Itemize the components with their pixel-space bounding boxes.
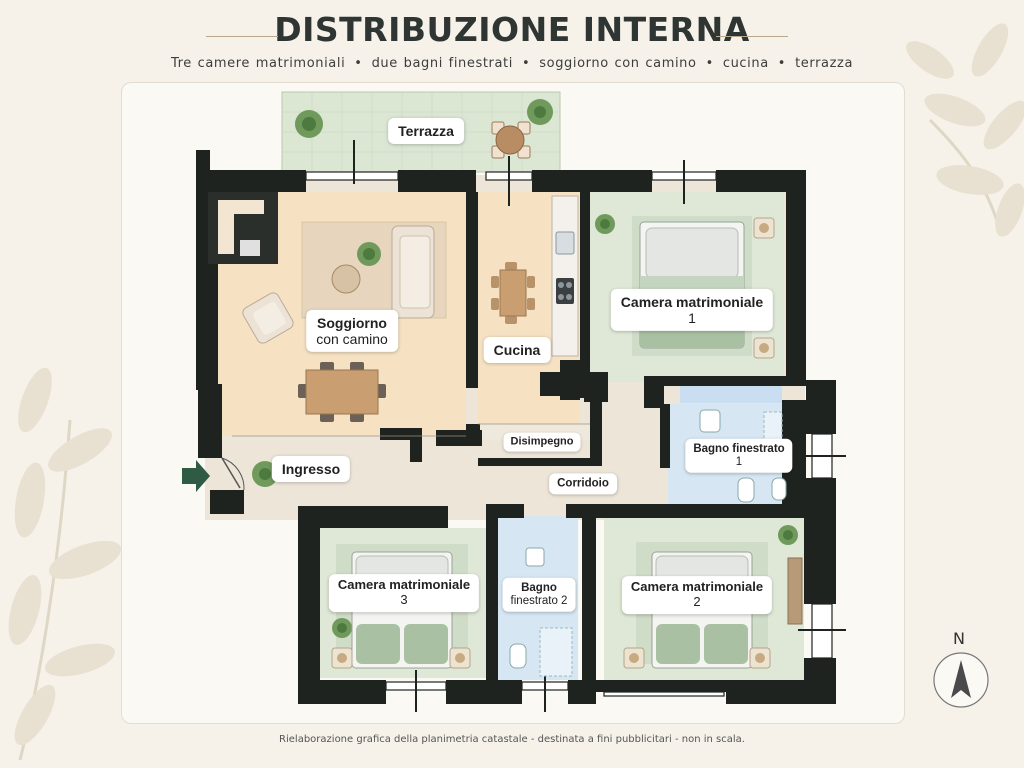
title-rule-left: [206, 36, 278, 37]
walls: [196, 150, 836, 704]
dining-table-icon: [298, 362, 386, 422]
feature-terrace: terrazza: [795, 56, 854, 71]
compass-icon: [933, 652, 989, 708]
feature-separator: •: [521, 56, 531, 71]
interior-outlines: [232, 423, 590, 437]
plant-icons: [252, 99, 798, 638]
bagno1-tiles: [680, 381, 782, 403]
compass-north-label: N: [953, 629, 965, 648]
page-title: DISTRIBUZIONE INTERNA: [274, 10, 750, 49]
features-subtitle: Tre camere matrimoniali • due bagni finest…: [0, 56, 1024, 71]
label-ingresso: Ingresso: [271, 455, 351, 483]
sofa-icon: [391, 225, 435, 319]
lamp-icons: [337, 223, 769, 663]
feature-bathrooms: due bagni finestrati: [371, 56, 513, 71]
title-rule-right: [716, 36, 788, 37]
entrance-door-leaf: [221, 457, 241, 489]
label-terrazza: Terrazza: [388, 117, 464, 145]
armchair-icon: [242, 292, 294, 344]
feature-living: soggiorno con camino: [539, 56, 697, 71]
entry-arrow-icon: [182, 460, 210, 492]
label-cucina: Cucina: [483, 336, 551, 364]
footer-note: Rielaborazione grafica della planimetria…: [279, 734, 745, 745]
feature-separator: •: [705, 56, 714, 71]
wardrobe-camera2-icon: [787, 557, 803, 625]
feature-separator: •: [354, 56, 363, 71]
feature-separator: •: [777, 56, 787, 71]
leaf-decoration-top-right-icon: [906, 23, 1024, 237]
window-mullions: [353, 140, 846, 712]
kitchen-counter-icon: [551, 195, 579, 357]
feature-kitchen: cucina: [722, 56, 769, 71]
bagno2-fixtures-icon: [509, 547, 573, 677]
label-corridoio: Corridoio: [549, 473, 617, 495]
coffee-table-icon: [331, 264, 361, 294]
terrace-table-icon: [491, 121, 531, 159]
entrance-door-swing: [221, 457, 245, 491]
kitchen-table-icon: [491, 262, 535, 324]
feature-bedrooms: Tre camere matrimoniali: [170, 56, 346, 71]
label-disimpegno: Disimpegno: [503, 432, 581, 452]
leaf-decoration-bottom-left-icon: [8, 367, 122, 761]
